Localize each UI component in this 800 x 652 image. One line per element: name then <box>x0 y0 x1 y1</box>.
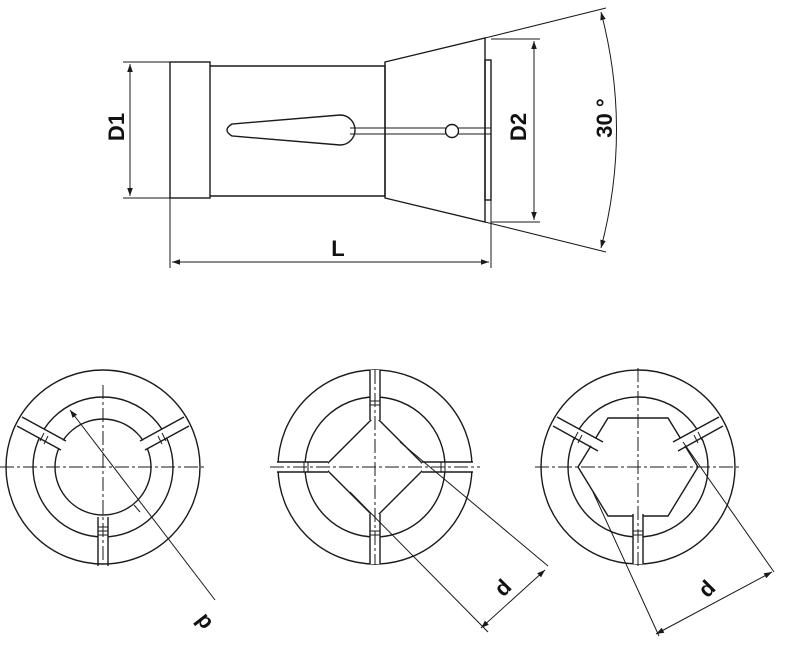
hex-bore-end-view: d <box>535 368 775 637</box>
square-bore-end-view: d <box>270 369 549 633</box>
collet-end-lip <box>484 59 492 201</box>
d1-label: D1 <box>104 113 129 141</box>
collet-head-band <box>169 61 211 199</box>
d2-dimension: D2 <box>491 38 540 223</box>
collet-body <box>210 65 386 197</box>
d-label-square: d <box>489 574 516 601</box>
round-bore-end-view: d <box>0 369 217 636</box>
collet-taper <box>384 37 486 223</box>
l-label: L <box>331 236 344 261</box>
angle-label: 30 ° <box>592 98 617 137</box>
collet-side-view: D1 D2 30 ° L <box>104 7 617 268</box>
d2-label: D2 <box>506 113 531 141</box>
d1-dimension: D1 <box>104 61 170 199</box>
d-label-round: d <box>189 610 217 636</box>
angle-dimension: 30 ° <box>484 7 617 253</box>
collet-slot-hole <box>444 123 460 139</box>
l-dimension: L <box>169 198 492 268</box>
collet-slot <box>226 114 356 146</box>
d-label-hex: d <box>693 575 720 602</box>
